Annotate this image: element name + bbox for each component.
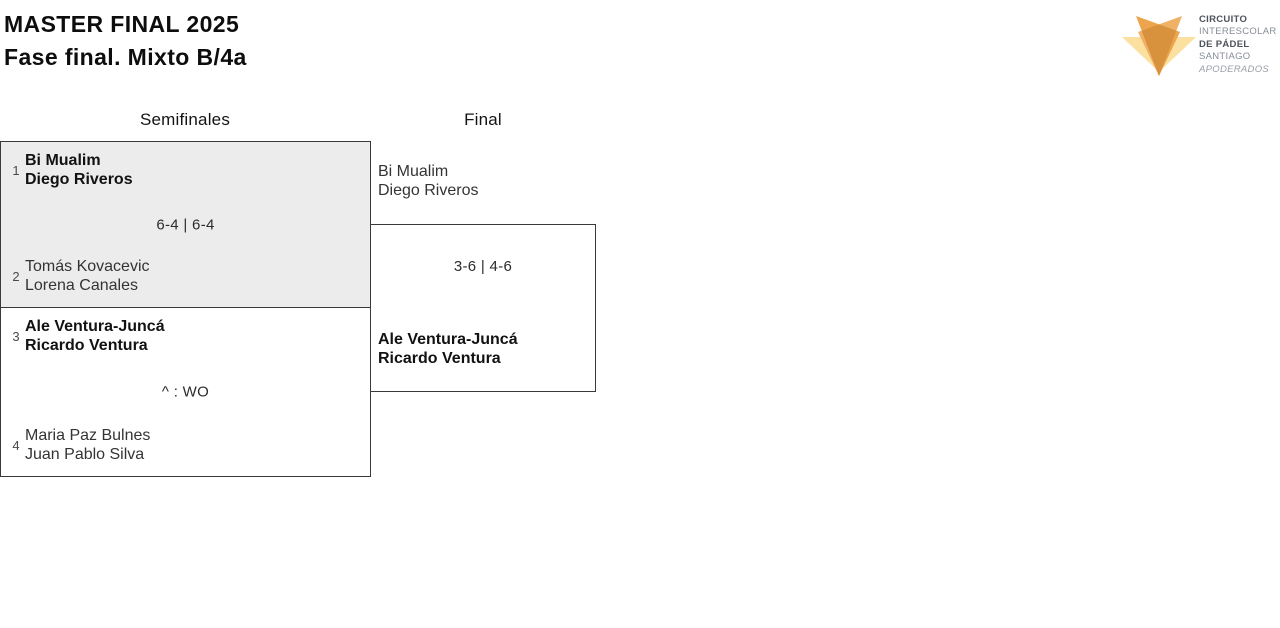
page-header: MASTER FINAL 2025 Fase final. Mixto B/4a [4, 8, 247, 74]
circuito-logo: CIRCUITO INTERESCOLAR DE PÁDEL SANTIAGO … [1122, 11, 1277, 78]
seed-number: 1 [12, 162, 20, 178]
match-score: 6-4 | 6-4 [156, 216, 215, 233]
match-semifinal-2: 3 Ale Ventura-Juncá Ricardo Ventura ^ : … [0, 307, 371, 477]
logo-wordmark: CIRCUITO INTERESCOLAR DE PÁDEL SANTIAGO … [1199, 11, 1277, 76]
final-score: 3-6 | 4-6 [453, 258, 513, 275]
player-name: Ale Ventura-Juncá [378, 331, 518, 348]
match-final [370, 224, 596, 392]
player-name: Bi Mualim [25, 152, 101, 169]
seed-number: 2 [12, 268, 20, 284]
player-name: Bi Mualim [378, 163, 449, 180]
round-header-semifinales: Semifinales [139, 110, 231, 129]
final-team-bottom: Ale Ventura-Juncá Ricardo Ventura [378, 330, 518, 368]
team-names: Tomás Kovacevic Lorena Canales [25, 257, 150, 295]
team-names: Maria Paz Bulnes Juan Pablo Silva [25, 426, 150, 464]
logo-line-apoderados: APODERADOS [1199, 63, 1270, 75]
player-name: Tomás Kovacevic [25, 258, 150, 275]
final-team-top: Bi Mualim Diego Riveros [378, 162, 478, 200]
team-row: 3 Ale Ventura-Juncá Ricardo Ventura [7, 317, 362, 355]
logo-line-circuito: CIRCUITO [1199, 14, 1248, 25]
match-semifinal-1: 1 Bi Mualim Diego Riveros 6-4 | 6-4 2 To… [0, 141, 371, 308]
team-row: 1 Bi Mualim Diego Riveros [7, 151, 362, 189]
team-names: Ale Ventura-Juncá Ricardo Ventura [25, 317, 165, 355]
logo-line-interescolar: INTERESCOLAR [1199, 26, 1277, 38]
team-row: 2 Tomás Kovacevic Lorena Canales [7, 257, 362, 295]
player-name: Diego Riveros [378, 182, 479, 199]
seed-number: 3 [12, 328, 20, 344]
player-name: Ale Ventura-Juncá [25, 318, 165, 335]
logo-line-santiago: SANTIAGO [1199, 51, 1251, 63]
player-name: Diego Riveros [25, 171, 133, 188]
fox-logo-icon [1122, 16, 1196, 76]
page-title: MASTER FINAL 2025 [4, 11, 240, 37]
match-score: ^ : WO [161, 383, 210, 401]
seed-number: 4 [12, 437, 20, 453]
team-row: 4 Maria Paz Bulnes Juan Pablo Silva [7, 426, 362, 464]
player-name: Ricardo Ventura [25, 337, 148, 354]
player-name: Lorena Canales [25, 277, 138, 294]
page-subtitle: Fase final. Mixto B/4a [4, 44, 247, 70]
player-name: Juan Pablo Silva [25, 446, 145, 463]
logo-line-de-padel: DE PÁDEL [1199, 38, 1250, 50]
team-names: Bi Mualim Diego Riveros [25, 151, 133, 189]
round-header-final: Final [464, 110, 502, 129]
player-name: Ricardo Ventura [378, 350, 501, 367]
player-name: Maria Paz Bulnes [25, 427, 151, 444]
